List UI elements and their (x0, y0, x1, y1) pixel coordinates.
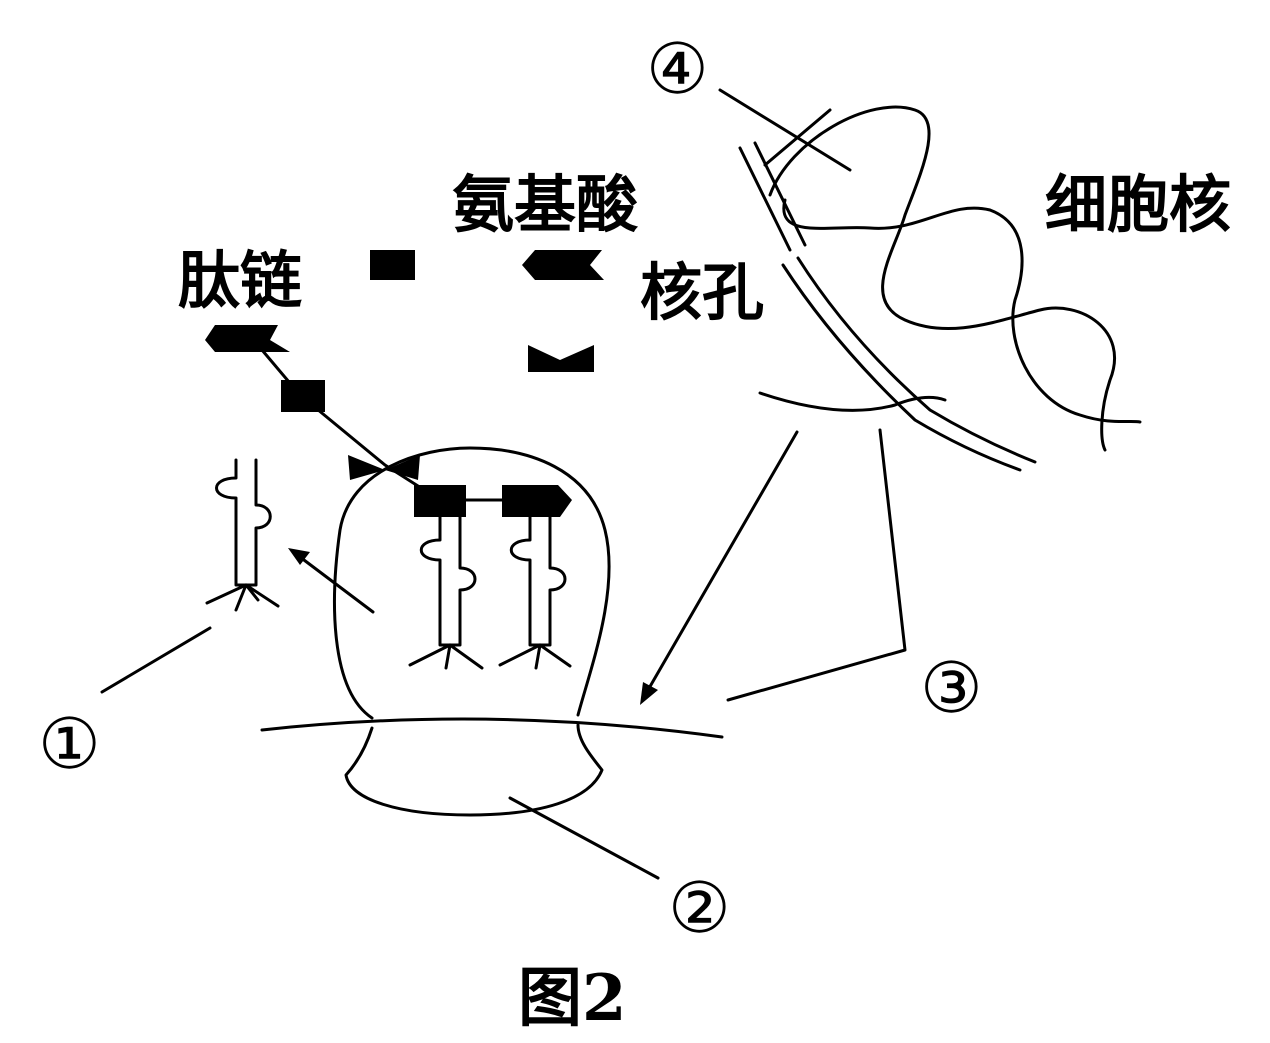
leader-line-2 (508, 796, 660, 880)
amino-acid-chain-4 (414, 485, 466, 517)
leader-line-4 (718, 88, 852, 172)
marker-2: ② (668, 867, 731, 949)
leader-line-1 (100, 626, 212, 694)
label-nuclear-pore: 核孔 (640, 256, 764, 329)
amino-acid-chain-1 (205, 325, 290, 352)
free-amino-acid-1 (370, 250, 415, 280)
label-peptide-chain: 肽链 (178, 244, 302, 317)
arrow-nucleus-to-mrna (640, 430, 799, 705)
label-nucleus: 细胞核 (1045, 168, 1231, 241)
amino-acid-chain-3 (348, 455, 420, 480)
nuclear-envelope (738, 141, 1037, 472)
figure-caption: 图2 (518, 961, 627, 1036)
ribosome-trna-1 (408, 513, 484, 670)
free-amino-acid-3 (528, 345, 594, 372)
free-amino-acid-2 (522, 250, 604, 280)
free-trna (205, 458, 280, 612)
leader-line-4b (763, 108, 832, 167)
marker-3: ③ (920, 647, 983, 729)
marker-1: ① (38, 703, 101, 785)
ribosome-trna-2 (498, 513, 572, 670)
mrna-strand (260, 717, 724, 739)
arrow-trna-release (288, 548, 375, 614)
free-amino-acids (370, 250, 604, 372)
ribosome (333, 446, 611, 817)
chromatin-strands (758, 105, 1142, 452)
marker-4: ④ (646, 28, 709, 110)
amino-acid-chain-2 (281, 380, 325, 412)
peptide-chain (205, 325, 572, 517)
label-amino-acid: 氨基酸 (452, 168, 639, 241)
bracket-3 (726, 428, 907, 702)
amino-acid-chain-5 (502, 485, 572, 517)
